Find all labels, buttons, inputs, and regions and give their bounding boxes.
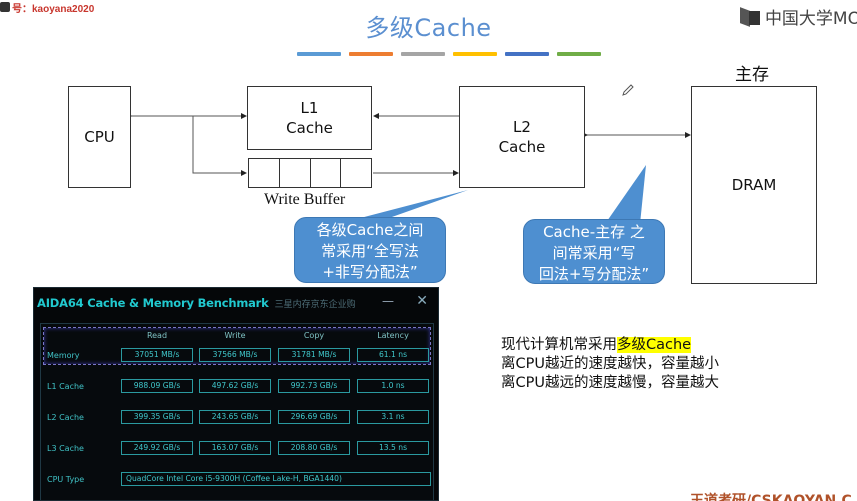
notes-text: 现代计算机常采用多级Cache 离CPU越近的速度越快，容量越小 离CPU越远的… [501,336,719,393]
right-callout-line: 间常采用“写 [552,244,636,262]
l1-cache-box: L1 Cache [247,86,372,150]
notes-line-1: 现代计算机常采用多级Cache [501,336,719,355]
l2-copy-value: 296.69 GB/s [278,410,350,424]
memory-latency-value: 61.1 ns [357,348,429,362]
dram-box: DRAM [691,86,817,284]
write-buffer-cell [311,159,342,187]
aida64-titlebar: AIDA64 Cache & Memory Benchmark 三星内存京东企业… [34,288,438,318]
mooc-logo-text: 中国大学MO [764,9,857,29]
l1-read-value: 988.09 GB/s [121,379,193,393]
l2-read-value: 399.35 GB/s [121,410,193,424]
l1-label-line2: Cache [286,119,333,137]
memory-read-value: 37051 MB/s [121,348,193,362]
color-bar [505,52,549,56]
l2-cache-box: L2 Cache [459,86,585,188]
l2-latency-value: 3.1 ns [357,410,429,424]
write-buffer-label: Write Buffer [264,191,346,208]
write-buffer-cell [280,159,311,187]
mooc-logo: 中国大学MO [740,4,857,29]
color-bar [401,52,445,56]
l3-read-value: 249.92 GB/s [121,441,193,455]
left-callout-tail [345,190,468,222]
aida64-subtitle: 三星内存京东企业购 [274,299,356,310]
cpu-type-value: QuadCore Intel Core i5-9300H (Coffee Lak… [121,472,431,486]
write-buffer [248,158,372,188]
column-header-latency: Latency [377,331,409,340]
cpu-label: CPU [84,128,115,146]
left-callout-line: +非写分配法” [322,263,418,281]
pencil-icon [622,84,634,96]
main-memory-label: 主存 [735,65,769,85]
memory-copy-value: 31781 MB/s [278,348,350,362]
l1-latency-value: 1.0 ns [357,379,429,393]
left-callout-line: 常采用“全写法 [321,242,419,260]
l1-copy-value: 992.73 GB/s [278,379,350,393]
notes-line-1-prefix: 现代计算机常采用 [501,337,617,353]
right-callout-line: 回法+写分配法” [538,265,650,283]
left-callout: 各级Cache之间 常采用“全写法 +非写分配法” [294,217,446,283]
channel-icon [0,2,10,12]
l3-copy-value: 208.80 GB/s [278,441,350,455]
color-bar [453,52,497,56]
cpu-type-label: CPU Type [47,475,85,484]
row-label-l2-cache: L2 Cache [47,413,84,422]
color-bar [557,52,601,56]
notes-line-2: 离CPU越近的速度越快，容量越小 [501,356,719,372]
write-buffer-cell [341,159,371,187]
notes-highlight: 多级Cache [617,337,692,353]
dram-label: DRAM [731,176,777,194]
right-callout: Cache-主存 之 间常采用“写 回法+写分配法” [523,219,665,284]
close-button[interactable]: ✕ [416,293,428,309]
l2-write-value: 243.65 GB/s [199,410,271,424]
memory-row-highlight [43,327,431,365]
left-callout-line: 各级Cache之间 [316,221,424,239]
minimize-button[interactable]: — [382,294,394,308]
column-header-read: Read [146,331,168,340]
cpu-box: CPU [68,86,131,188]
cpu-writebuffer-connector [192,116,247,176]
row-label-memory: Memory [47,351,80,360]
aida64-results-panel: Read Write Copy Latency Memory 37051 MB/… [40,323,434,500]
write-buffer-cell [249,159,280,187]
notes-line-3: 离CPU越远的速度越慢，容量越大 [501,375,719,391]
title-color-bars [297,52,601,56]
aida64-title: AIDA64 Cache & Memory Benchmark [37,296,269,310]
l2-label-line1: L2 [513,118,531,136]
column-header-copy: Copy [303,331,325,340]
aida64-benchmark-window: AIDA64 Cache & Memory Benchmark 三星内存京东企业… [33,287,439,501]
l1-label-line1: L1 [300,99,319,117]
channel-watermark: 号：kaoyana2020 [0,0,95,15]
memory-write-value: 37566 MB/s [199,348,271,362]
mooc-book-icon [740,9,762,25]
row-label-l1-cache: L1 Cache [47,382,84,391]
row-label-l3-cache: L3 Cache [47,444,84,453]
right-callout-line: Cache-主存 之 [543,223,645,241]
l3-write-value: 163.07 GB/s [199,441,271,455]
l3-latency-value: 13.5 ns [357,441,429,455]
watermark-text: 号：kaoyana2020 [12,3,95,15]
slide-title: 多级Cache [365,14,492,42]
footer-brand: 王道考研/CSKAOYAN.C [690,493,852,501]
l2-label-line2: Cache [498,138,546,156]
column-header-write: Write [224,331,246,340]
l1-write-value: 497.62 GB/s [199,379,271,393]
color-bar [297,52,341,56]
color-bar [349,52,393,56]
right-callout-tail [605,165,646,224]
